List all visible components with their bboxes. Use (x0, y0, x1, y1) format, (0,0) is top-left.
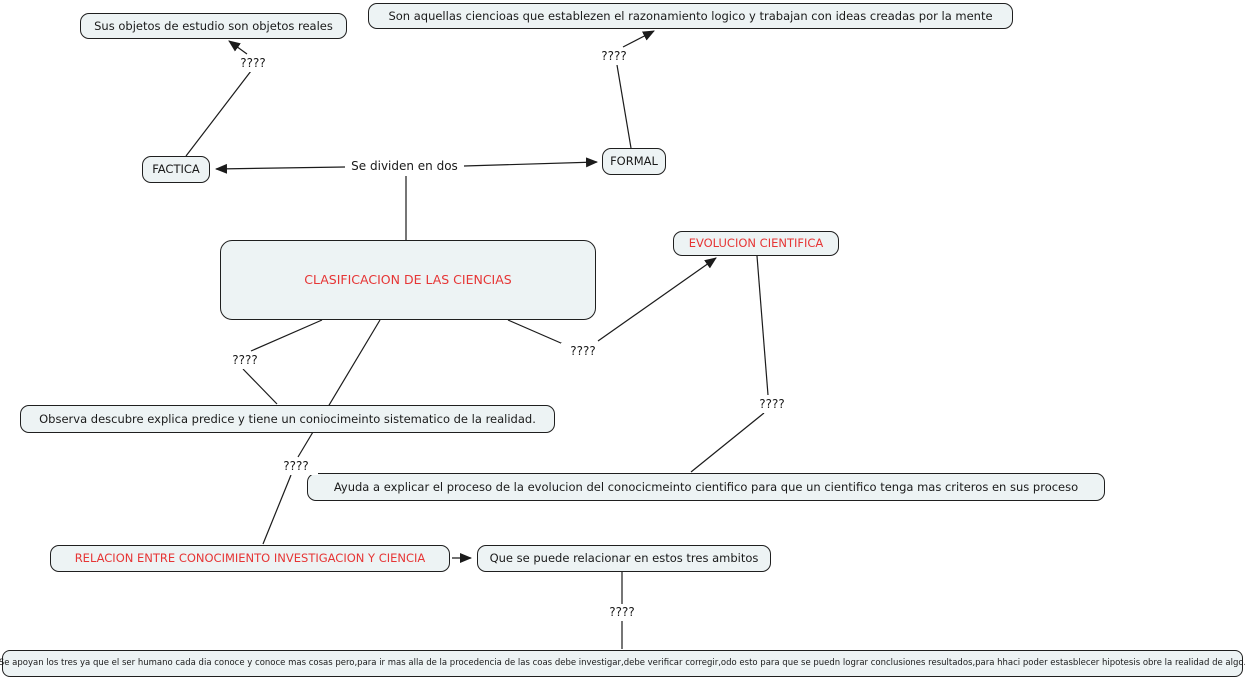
linking-phrase-se-dividen-en-dos[interactable]: Se dividen en dos (346, 158, 463, 175)
connector-evolucion-label (756, 255, 769, 396)
connector-factica-label (185, 70, 252, 157)
concept-ayuda-explicar[interactable]: Ayuda a explicar el proceso de la evoluc… (307, 473, 1105, 501)
linking-phrase-evolucion-ayuda[interactable]: ???? (750, 396, 794, 413)
concept-que-se-puede-relacionar[interactable]: Que se puede relacionar en estos tres am… (477, 545, 771, 572)
connector-dividen-formal-arrow (463, 157, 598, 168)
connector-label-evolucion-arrow (597, 257, 717, 342)
connector-formal-label (616, 64, 632, 149)
concept-formal[interactable]: FORMAL (602, 148, 666, 175)
connector-clas-label-evolucion (507, 319, 571, 348)
concept-evolucion-cientifica[interactable]: EVOLUCION CIENTIFICA (673, 231, 839, 256)
connector-label-observa (242, 368, 278, 405)
connector-clas-label-observa (250, 319, 323, 352)
connector-label-sus-arrow (228, 40, 248, 55)
connector-clas-label-relacion (297, 319, 381, 458)
linking-phrase-clas-evolucion[interactable]: ???? (561, 343, 605, 360)
linking-phrase-clas-relacion[interactable]: ???? (274, 458, 318, 475)
concept-se-apoyan-los-tres[interactable]: Se apoyan los tres ya que el ser humano … (0, 650, 1245, 677)
concept-relacion-conocimiento[interactable]: RELACION ENTRE CONOCIMIENTO INVESTIGACIO… (50, 545, 450, 572)
concept-sus-objetos[interactable]: Sus objetos de estudio son objetos reale… (80, 13, 347, 39)
connector-label-son-arrow (622, 30, 655, 48)
linking-phrase-formal-son[interactable]: ???? (592, 48, 636, 65)
connector-label-ayuda (690, 412, 765, 473)
concept-clasificacion-de-las-ciencias[interactable]: CLASIFICACION DE LAS CIENCIAS (220, 240, 596, 320)
linking-phrase-clas-observa[interactable]: ???? (223, 352, 267, 369)
connector-label-relacion (262, 474, 292, 545)
concept-son-aquellas[interactable]: Son aquellas ciencioas que establezen el… (368, 3, 1013, 29)
connector-dividen-factica-arrow (215, 163, 346, 174)
linking-phrase-factica-sus[interactable]: ???? (231, 55, 275, 72)
linking-phrase-que-apoyan[interactable]: ???? (600, 604, 644, 621)
concept-observa-descubre[interactable]: Observa descubre explica predice y tiene… (20, 405, 555, 433)
concept-factica[interactable]: FACTICA (142, 156, 210, 183)
